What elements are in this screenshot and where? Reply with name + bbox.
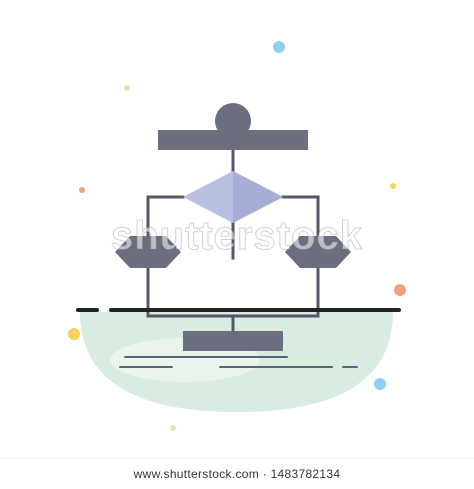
decorative-dot [68,328,80,340]
decorative-dot [374,378,386,390]
process-hexagon-right [285,236,351,268]
process-hexagon-left [115,236,181,268]
start-node-circle [215,103,251,139]
decorative-dot [124,85,130,91]
decorative-dot [170,425,176,431]
image-caption-bar: www.shutterstock.com · 1483782134 [0,458,474,489]
decorative-dot [394,284,406,296]
image-caption: www.shutterstock.com · 1483782134 [133,467,341,481]
decorative-dot [390,183,396,189]
end-process-block [183,331,283,351]
decorative-dot [79,187,85,193]
ground-text-lines [119,356,358,368]
decision-diamond-shade [233,171,283,223]
decorative-dot [273,41,285,53]
start-bar [158,130,308,150]
algorithm-flowchart-icon [68,41,406,431]
